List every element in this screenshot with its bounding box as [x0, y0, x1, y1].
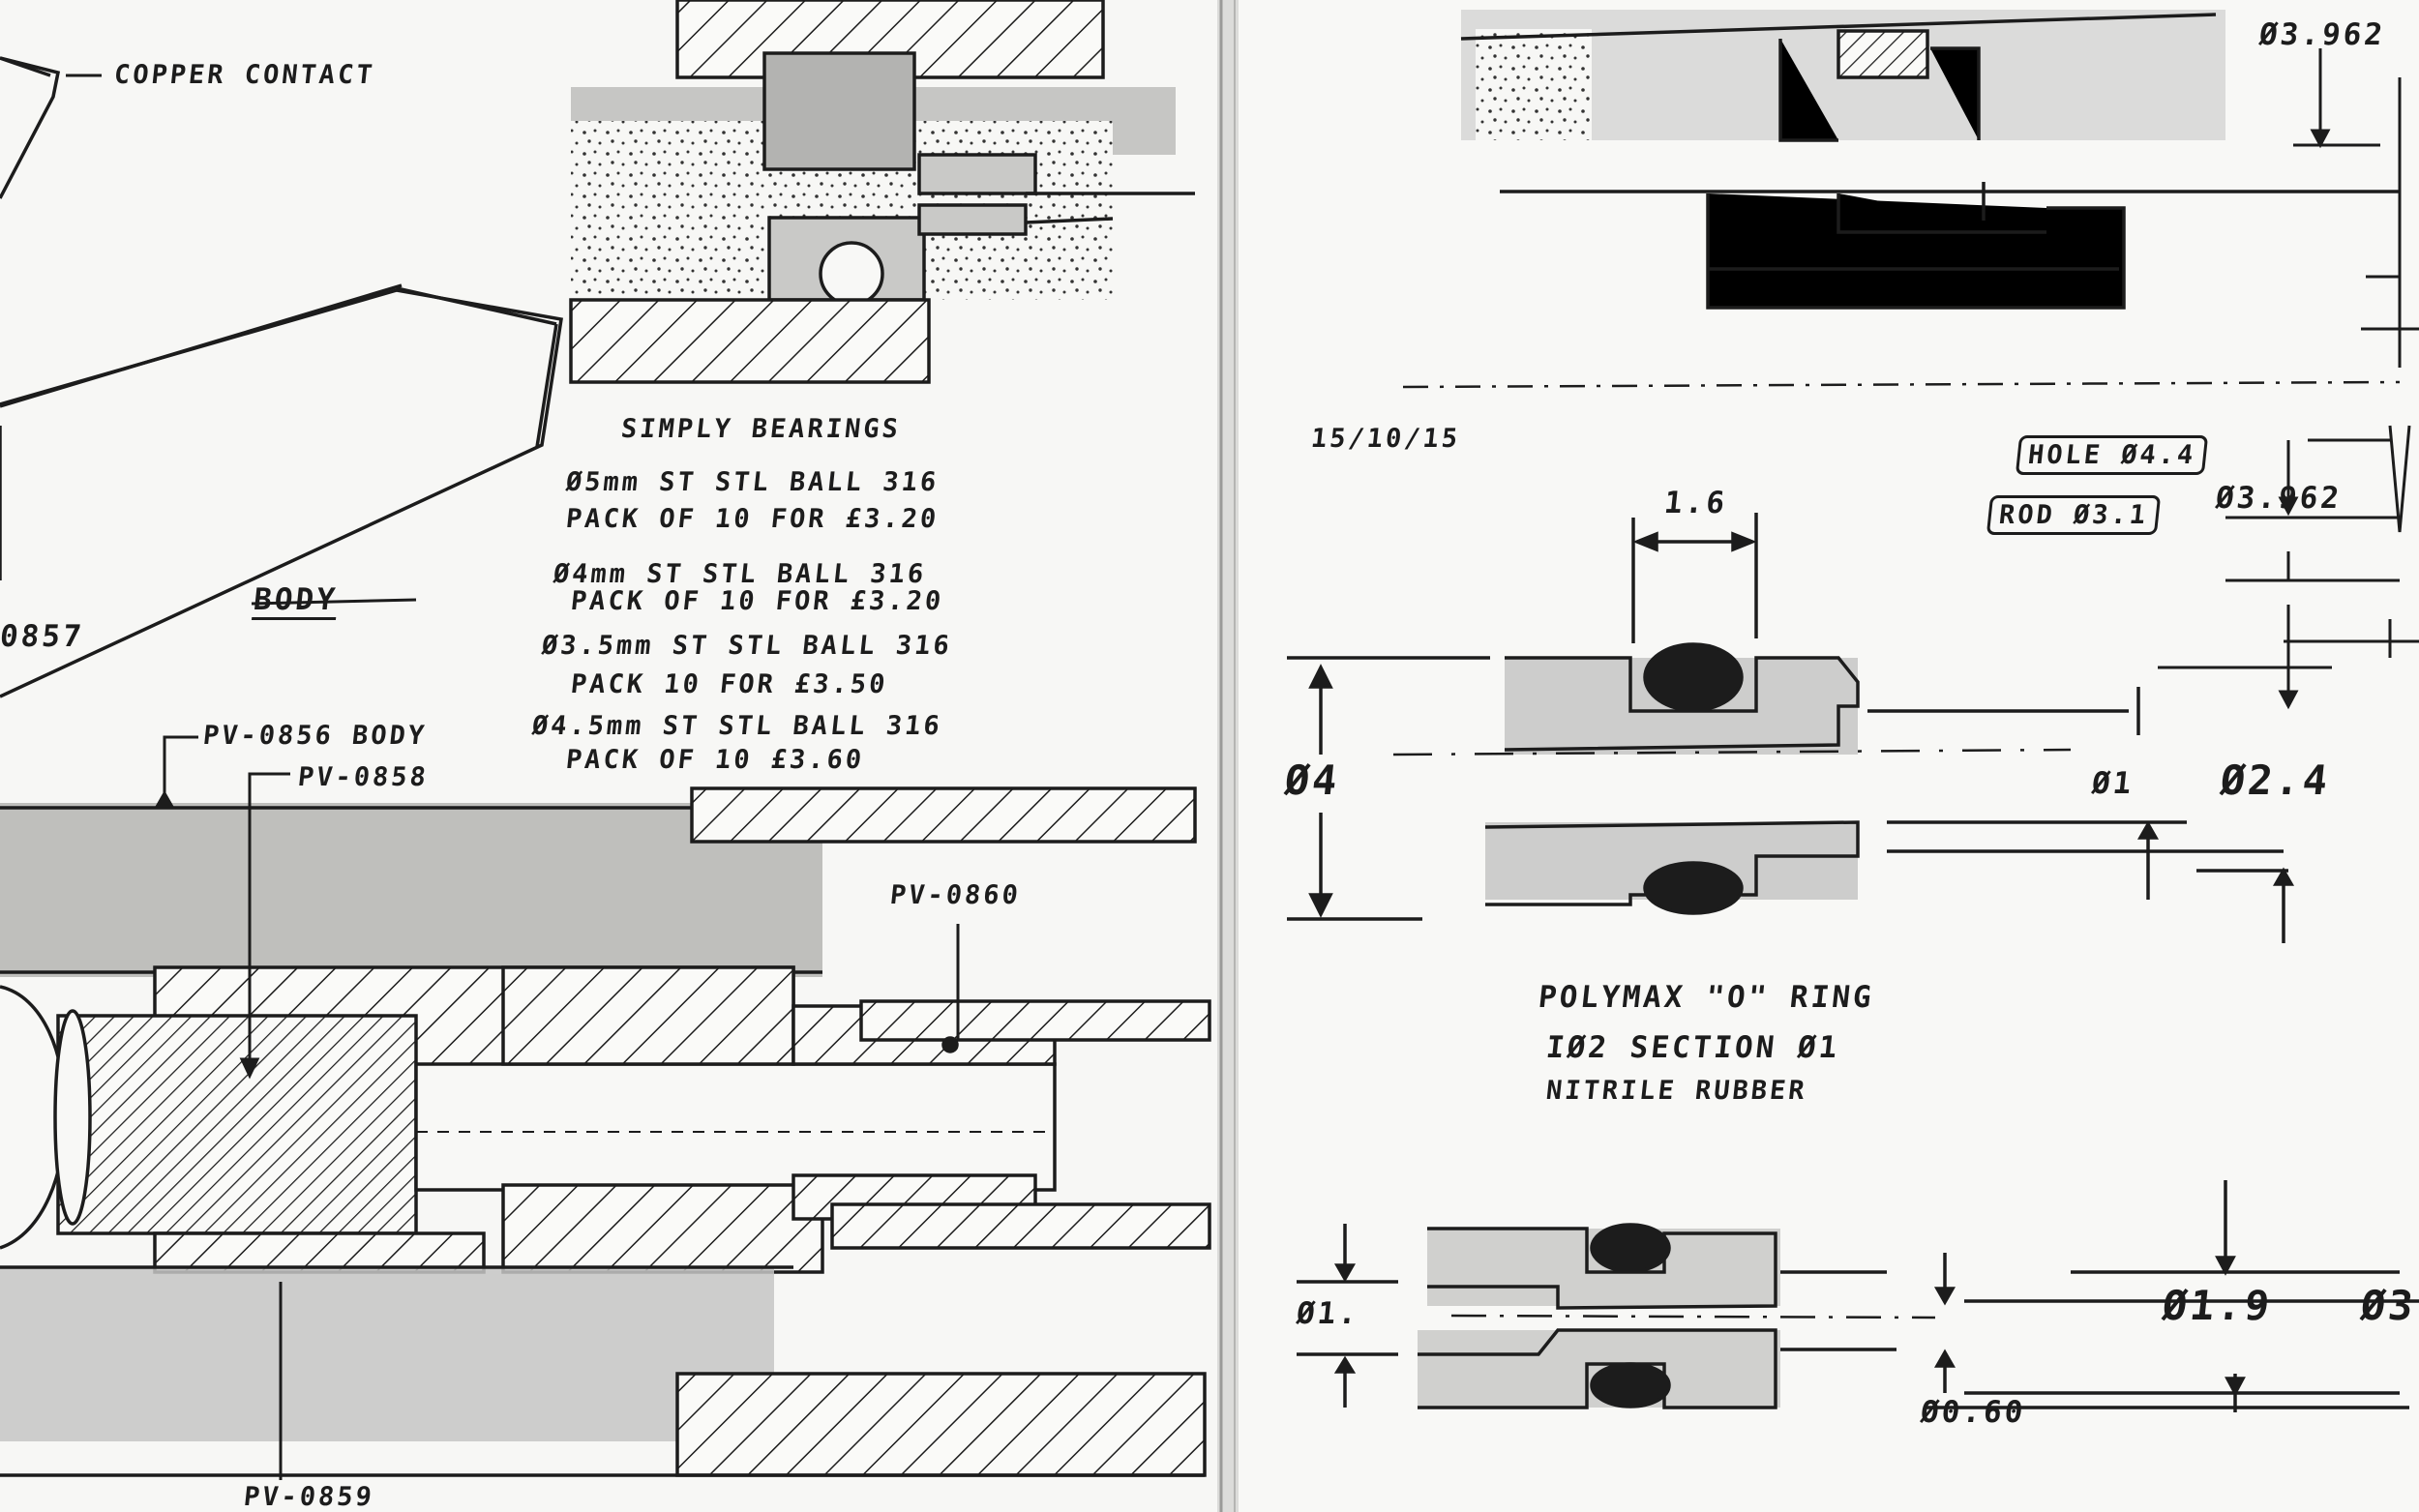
bearing-price-3: PACK 10 FOR £3.50 — [569, 669, 889, 699]
bearing-price-1: PACK OF 10 FOR £3.20 — [564, 504, 941, 534]
dim-0-60: Ø0.60 — [1919, 1395, 2028, 1430]
pv-0860-label: PV-0860 — [888, 880, 1023, 910]
dim-1: Ø1 — [2090, 766, 2136, 801]
bearing-spec-1: Ø5mm ST STL BALL 316 — [564, 467, 941, 497]
left-leader-lines — [66, 74, 960, 1480]
o-ring-title: POLYMAX "O" RING — [1537, 980, 1876, 1015]
date-label: 15/10/15 — [1309, 424, 1462, 454]
dim-1-6: 1.6 — [1662, 486, 1729, 520]
bearing-detail-sketch — [569, 0, 1195, 384]
dim-2-4: Ø2.4 — [2218, 756, 2333, 804]
body-label: BODY — [251, 582, 340, 620]
lower-seal-section — [1297, 1180, 2419, 1412]
dim-1-lower: Ø1. — [1295, 1296, 1361, 1331]
pv-0858-label: PV-0858 — [296, 762, 431, 792]
o-ring-section — [1287, 513, 2295, 943]
top-seal-section — [1402, 10, 2401, 389]
dim-top-right: Ø3.962 — [2257, 17, 2387, 52]
bearings-title: SIMPLY BEARINGS — [619, 414, 903, 444]
isometric-body-sketch — [0, 56, 563, 698]
pv-0856-label: PV-0856 BODY — [201, 721, 429, 751]
bearing-spec-3: Ø3.5mm ST STL BALL 316 — [540, 631, 954, 661]
dim-3962: Ø3.962 — [2214, 481, 2344, 516]
bearing-spec-4: Ø4.5mm ST STL BALL 316 — [530, 711, 944, 741]
dim-4: Ø4 — [1282, 756, 1343, 804]
dim-3-cut: Ø3 — [2358, 1282, 2419, 1329]
bearing-price-4: PACK OF 10 £3.60 — [564, 745, 866, 775]
pv-0859-label: PV-0859 — [242, 1482, 376, 1512]
right-edge-dimensions — [2158, 48, 2419, 710]
o-ring-material: NITRILE RUBBER — [1544, 1076, 1809, 1106]
dim-1-9: Ø1.9 — [2160, 1282, 2275, 1329]
o-ring-size: IØ2 SECTION Ø1 — [1544, 1030, 1842, 1065]
valve-assembly-section — [0, 786, 1211, 1477]
part-0857-label: 0857 — [0, 619, 86, 654]
copper-contact-label: COPPER CONTACT — [112, 60, 377, 90]
bearing-spec-2: Ø4mm ST STL BALL 316 — [552, 559, 928, 589]
bearing-price-2: PACK OF 10 FOR £3.20 — [569, 586, 945, 616]
rod-dimension-label: ROD Ø3.1 — [1986, 495, 2162, 535]
hole-dimension-label: HOLE Ø4.4 — [2015, 435, 2209, 475]
